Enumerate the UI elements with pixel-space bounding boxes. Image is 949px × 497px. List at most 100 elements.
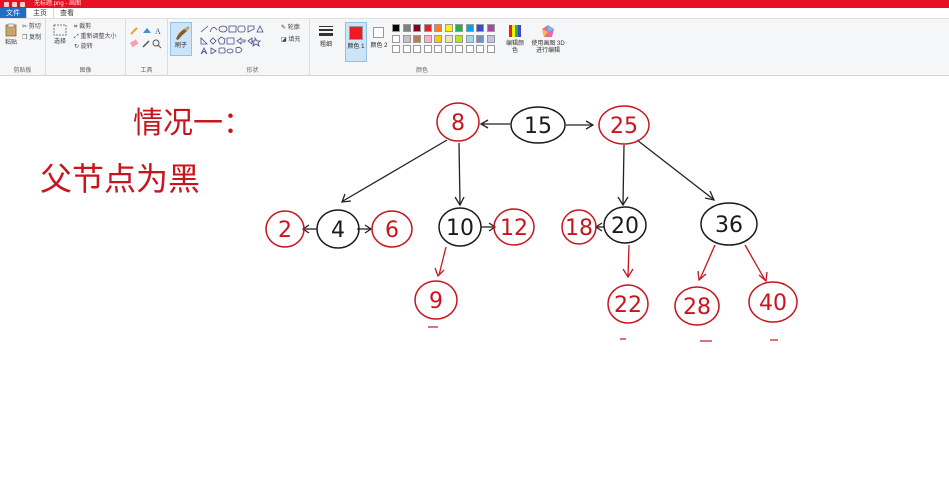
palette-swatch[interactable] <box>402 24 411 32</box>
color2-button[interactable]: 颜色 2 <box>369 22 389 62</box>
brushes-label: 刷子 <box>174 43 187 49</box>
palette-swatch[interactable] <box>444 34 453 43</box>
palette-swatch[interactable] <box>423 24 432 32</box>
palette-swatch-empty[interactable] <box>413 45 421 53</box>
palette-swatch[interactable] <box>476 24 484 32</box>
outline-button[interactable]: ✎ 轮廓 <box>281 24 300 32</box>
fill-icon[interactable] <box>143 28 151 33</box>
cut-button[interactable]: ✂ 剪切 <box>22 23 41 31</box>
palette-swatch[interactable] <box>434 34 442 43</box>
tree-node-label: 4 <box>331 218 345 243</box>
brush-icon <box>176 26 190 40</box>
palette-swatch[interactable] <box>476 34 484 43</box>
tree-node-label: 10 <box>446 216 474 241</box>
tree-node-label: 40 <box>759 291 787 316</box>
paste-button[interactable]: 粘贴 <box>1 23 21 47</box>
edit-colors-button[interactable]: 编辑颜色 <box>504 24 526 55</box>
palette-swatch[interactable] <box>402 34 411 43</box>
brushes-button[interactable]: 刷子 <box>170 22 192 56</box>
bucket-icon: ◪ <box>281 37 287 43</box>
palette-swatch[interactable] <box>413 34 421 43</box>
palette-swatch-empty[interactable] <box>455 45 463 53</box>
tree-node-label: 36 <box>715 213 743 238</box>
edit-colors-label: 编辑颜色 <box>505 41 524 54</box>
palette-swatch[interactable] <box>465 24 474 32</box>
title-bar: 无标题.png - 画图 <box>0 0 949 8</box>
tools-icons: A <box>129 27 162 49</box>
color-wheel-icon <box>509 25 521 37</box>
resize-button[interactable]: ⤢ 重新调整大小 <box>74 33 117 41</box>
tree-node-circle <box>316 209 360 249</box>
tree-node-6: 6 <box>371 210 413 248</box>
tree-node-label: 6 <box>385 218 399 243</box>
tab-file[interactable]: 文件 <box>0 8 26 18</box>
tree-node-label: 12 <box>500 216 528 241</box>
copy-button[interactable]: ❐ 复制 <box>22 34 41 42</box>
tree-node-circle <box>561 209 597 245</box>
palette-swatch-empty[interactable] <box>434 45 442 53</box>
palette-swatch[interactable] <box>486 34 495 43</box>
rotate-button[interactable]: ↻ 旋转 <box>74 43 93 51</box>
palette-swatch-empty[interactable] <box>465 45 474 53</box>
paint3d-button[interactable]: 使用画图 3D 进行编辑 <box>530 24 566 55</box>
tree-node-circle <box>414 280 458 320</box>
paint3d-icon <box>542 25 554 37</box>
paint3d-label: 使用画图 3D 进行编辑 <box>531 41 565 54</box>
tree-node-2: 2 <box>265 210 305 248</box>
clipboard-group: 粘贴 ✂ 剪切 ❐ 复制 剪贴板 <box>0 19 46 76</box>
tree-edges-red <box>434 244 768 283</box>
color-picker-icon[interactable] <box>142 40 150 48</box>
palette-swatch-empty[interactable] <box>486 45 495 53</box>
save-icon[interactable] <box>4 1 9 7</box>
size-label: 粗细 <box>319 42 332 48</box>
crop-button[interactable]: ⌗ 裁剪 <box>74 23 91 31</box>
tree-node-10: 10 <box>438 207 482 247</box>
color1-button[interactable]: 颜色 1 <box>345 22 367 62</box>
palette-swatch[interactable] <box>455 34 463 43</box>
fill-label: 填充 <box>288 37 301 43</box>
palette-swatch[interactable] <box>392 24 400 32</box>
palette-swatch[interactable] <box>465 34 474 43</box>
paste-icon <box>5 23 17 37</box>
palette-swatch-empty[interactable] <box>392 45 400 53</box>
color1-swatch <box>349 26 363 40</box>
color2-swatch <box>373 27 384 38</box>
tools-group-label: 工具 <box>140 68 153 74</box>
tab-view[interactable]: 查看 <box>60 10 74 17</box>
tree-node-circle <box>371 210 413 248</box>
redo-icon[interactable] <box>20 1 25 7</box>
tree-node-18: 18 <box>561 209 597 245</box>
palette-swatch-empty[interactable] <box>423 45 432 53</box>
copy-label: 复制 <box>29 35 42 41</box>
copy-icon: ❐ <box>22 35 28 41</box>
magnifier-icon[interactable] <box>152 39 162 49</box>
palette-swatch[interactable] <box>434 24 442 32</box>
canvas-drawing: 情况一： 父节点为黑 <box>40 102 798 342</box>
pencil-icon[interactable] <box>130 27 138 35</box>
palette-swatch[interactable] <box>455 24 463 32</box>
palette-swatch[interactable] <box>486 24 495 32</box>
tree-node-circle <box>436 102 480 142</box>
palette-swatch-empty[interactable] <box>476 45 484 53</box>
palette-swatch-empty[interactable] <box>444 45 453 53</box>
palette-swatch[interactable] <box>423 34 432 43</box>
select-icon <box>53 24 67 36</box>
palette-swatch[interactable] <box>413 24 421 32</box>
size-button[interactable]: 粗细 <box>316 25 336 49</box>
palette-swatch[interactable] <box>392 34 400 43</box>
tree-node-label: 25 <box>610 114 638 139</box>
select-button[interactable]: 选择 <box>50 24 70 46</box>
fill-button[interactable]: ◪ 填充 <box>281 36 300 44</box>
undo-icon[interactable] <box>12 1 17 7</box>
tree-node-circle <box>674 286 720 326</box>
eraser-icon[interactable] <box>129 39 139 48</box>
palette-swatch-empty[interactable] <box>402 45 411 53</box>
shapes-gallery[interactable] <box>199 24 279 54</box>
tree-node-circle <box>510 106 566 144</box>
drawing-canvas[interactable]: 情况一： 父节点为黑 <box>0 76 949 497</box>
text-icon[interactable]: A <box>155 27 161 36</box>
tree-node-label: 20 <box>611 214 639 239</box>
tab-home[interactable]: 主页 <box>26 8 54 18</box>
palette-swatch[interactable] <box>444 24 453 32</box>
tree-node-circle <box>598 105 650 145</box>
